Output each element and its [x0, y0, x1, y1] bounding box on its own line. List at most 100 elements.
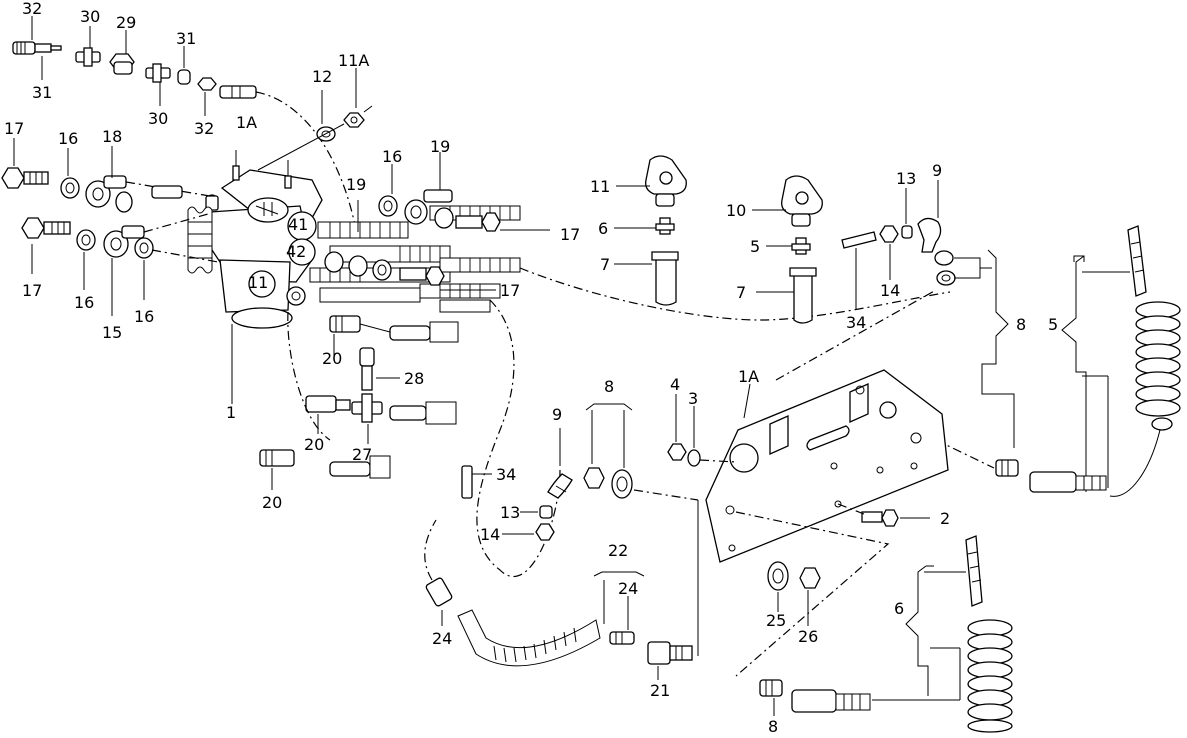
callout-5: 5 — [1048, 315, 1058, 334]
callout-14: 14 — [880, 281, 900, 300]
banjo-19-right — [404, 189, 454, 229]
sleeve-7-right — [789, 267, 817, 324]
callout-9: 9 — [932, 161, 942, 180]
bolt-17-right-lower — [399, 266, 445, 286]
fitting-24-mid — [609, 631, 635, 645]
fitting-29-nut — [109, 53, 135, 75]
fitting-20-upper — [329, 315, 459, 343]
fitting-30-top — [75, 47, 101, 67]
callout-8: 8 — [1016, 315, 1026, 334]
callout-17: 17 — [22, 281, 42, 300]
port-label-42: 42 — [286, 242, 306, 261]
valve-side-hose — [187, 206, 213, 274]
fitting-32-small — [197, 77, 217, 91]
fitting-20-lower — [259, 449, 391, 479]
callout-3: 3 — [688, 389, 698, 408]
fitting-8-lower — [759, 679, 783, 697]
hose-stub-18 — [151, 185, 183, 199]
fitting-13-upper — [901, 225, 913, 239]
callout-1: 1 — [226, 403, 236, 422]
callout-1a: 1A — [236, 113, 257, 132]
callout-19: 19 — [430, 137, 450, 156]
callout-32: 32 — [194, 119, 214, 138]
callout-2: 2 — [940, 509, 950, 528]
callout-34: 34 — [496, 465, 516, 484]
port-label-41: 41 — [288, 215, 308, 234]
callout-30: 30 — [80, 7, 100, 26]
callout-14: 14 — [480, 525, 500, 544]
bolt-17-upper — [1, 167, 49, 189]
callout-17: 17 — [500, 281, 520, 300]
elbow-28 — [359, 347, 375, 391]
callout-20: 20 — [304, 435, 324, 454]
callout-11: 11 — [590, 177, 610, 196]
pin-34-upper — [841, 231, 877, 249]
sleeve-7-left — [651, 251, 679, 306]
callout-12: 12 — [312, 67, 332, 86]
fitting-5-upper — [791, 237, 811, 255]
callout-13: 13 — [500, 503, 520, 522]
callout-labels: 32 30 29 31 31 30 32 12 11A 1A 17 16 18 … — [4, 0, 1058, 736]
callout-22: 22 — [608, 541, 628, 560]
callout-26: 26 — [798, 627, 818, 646]
hose-22 — [457, 609, 601, 667]
bolt-17-lower — [21, 217, 71, 239]
gladhand-11 — [645, 155, 687, 207]
valve-body-1 — [205, 150, 323, 329]
callout-1a: 1A — [738, 367, 759, 386]
callout-16: 16 — [382, 147, 402, 166]
tee-27 — [351, 393, 457, 425]
nut-14-lower — [535, 523, 555, 541]
callout-6: 6 — [598, 219, 608, 238]
callout-8: 8 — [604, 377, 614, 396]
washer-3 — [687, 449, 701, 467]
callout-18: 18 — [102, 127, 122, 146]
callout-13: 13 — [896, 169, 916, 188]
callout-24: 24 — [618, 579, 638, 598]
callout-6: 6 — [894, 599, 904, 618]
banjo-18 — [85, 175, 133, 213]
banjo-15 — [103, 225, 145, 258]
callout-10: 10 — [726, 201, 746, 220]
pin-34-lower — [461, 465, 473, 499]
fitting-30-mid — [145, 63, 171, 83]
fitting-32-top — [12, 41, 62, 55]
callout-29: 29 — [116, 13, 136, 32]
callout-21: 21 — [650, 681, 670, 700]
nut-26 — [799, 567, 821, 589]
callout-28: 28 — [404, 369, 424, 388]
callout-8: 8 — [768, 717, 778, 736]
elbow-9-lower — [547, 473, 573, 499]
washer-16-upper — [60, 177, 80, 199]
washer-column-19 — [324, 251, 392, 281]
fitting-24-left — [425, 577, 453, 607]
callout-17: 17 — [560, 225, 580, 244]
fitting-31-small — [177, 69, 191, 85]
callout-27: 27 — [352, 445, 372, 464]
callout-30: 30 — [148, 109, 168, 128]
coupling-21 — [647, 641, 693, 665]
nut-14-upper — [879, 225, 899, 243]
coupling-right — [1029, 471, 1107, 493]
coiled-hose-5 — [1109, 225, 1181, 497]
washer-16-right — [378, 195, 398, 217]
fitting-20-middle — [305, 395, 351, 413]
callout-31: 31 — [176, 29, 196, 48]
washer-16-far — [134, 237, 154, 259]
bolt-2 — [861, 509, 899, 527]
callout-7: 7 — [600, 255, 610, 274]
fitting-8-right — [995, 459, 1019, 477]
callout-25: 25 — [766, 611, 786, 630]
washer-25 — [767, 561, 789, 591]
callout-17: 17 — [4, 119, 24, 138]
callout-15: 15 — [102, 323, 122, 342]
callout-32: 32 — [22, 0, 42, 18]
callout-16: 16 — [134, 307, 154, 326]
fitting-6-upper — [655, 217, 675, 235]
callout-9: 9 — [552, 405, 562, 424]
callout-16: 16 — [74, 293, 94, 312]
fitting-13-lower — [539, 505, 553, 519]
nut-4 — [667, 443, 687, 461]
callout-20: 20 — [322, 349, 342, 368]
